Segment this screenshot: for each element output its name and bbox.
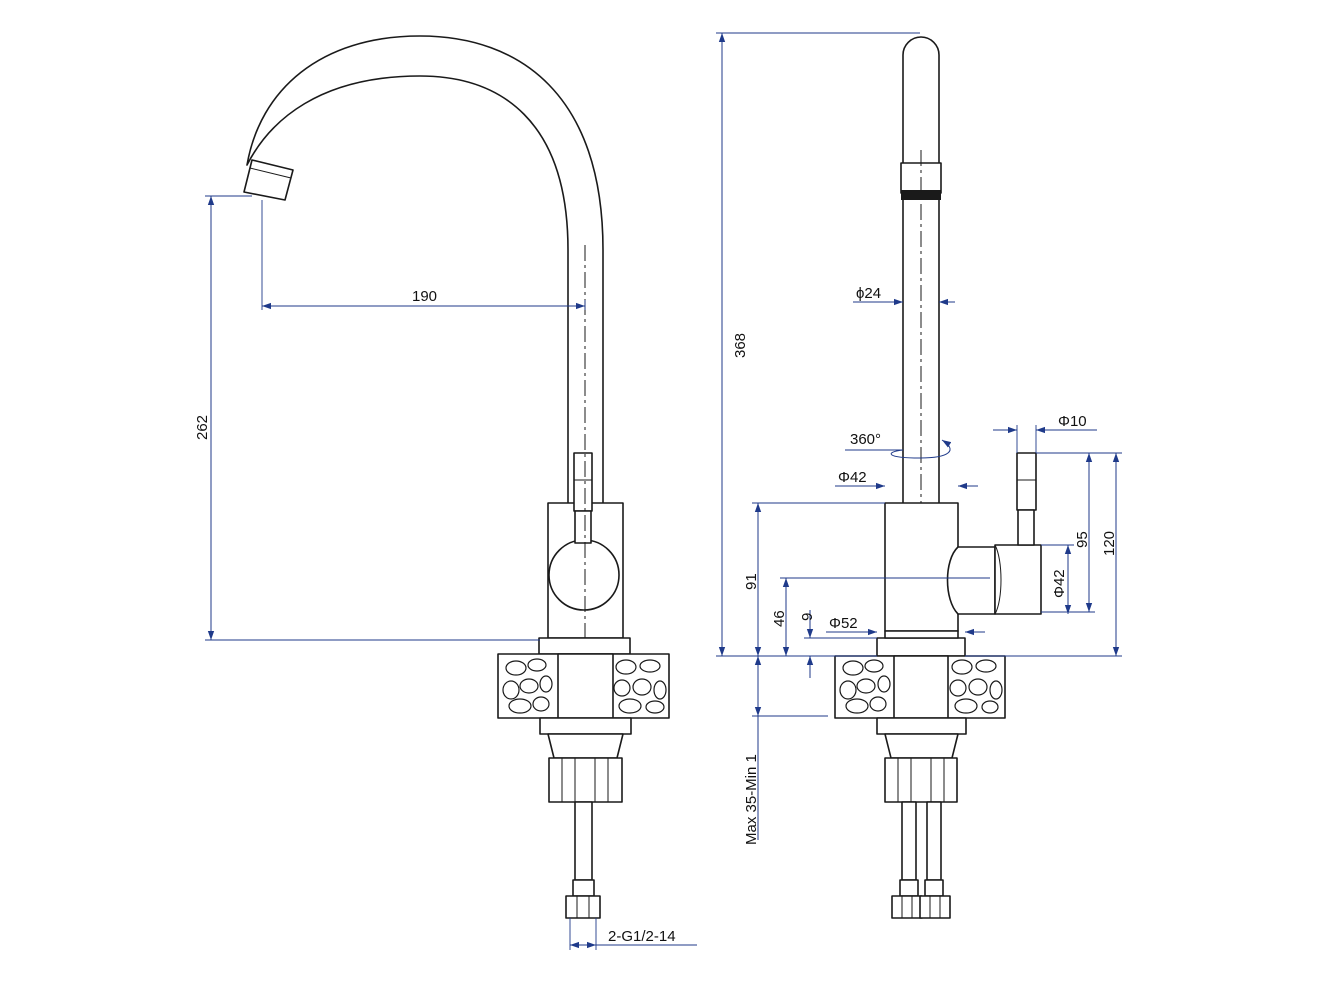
spout-diameter-label: ϕ24: [856, 285, 881, 302]
rotation-label: 360°: [850, 431, 881, 448]
front-spout: [246, 35, 604, 506]
side-lever-hub: [946, 546, 996, 615]
side-body: [884, 502, 959, 632]
lever-axis-height-label: 46: [771, 610, 788, 627]
side-shank: [876, 717, 967, 735]
front-mounting-nut: [548, 757, 623, 803]
side-deck-stones: [839, 659, 1003, 714]
front-hose-nut: [565, 895, 601, 919]
front-handle: [573, 452, 593, 512]
lever-hub-diameter-label: Φ42: [1051, 569, 1068, 598]
side-dimensions: 368 ϕ24 360° Φ42 Φ10 95 120 Φ4: [716, 32, 1122, 845]
side-view: [834, 36, 1042, 919]
overall-height-label: 368: [732, 333, 749, 358]
front-deck-stones: [502, 658, 667, 714]
side-hose-left: [901, 801, 917, 881]
lever-height-label: 120: [1101, 531, 1118, 556]
handle-height-label: 95: [1074, 531, 1091, 548]
base-height-label: 9: [799, 613, 816, 621]
front-base-flange: [538, 637, 631, 655]
body-height-label: 91: [743, 573, 760, 590]
front-shank: [539, 717, 632, 735]
side-base-flange: [876, 637, 966, 657]
spout-height-label: 262: [194, 415, 211, 440]
body-diameter-label: Φ42: [838, 469, 867, 486]
deck-thickness-label: Max 35-Min 1: [743, 754, 760, 845]
front-aerator: [243, 159, 294, 201]
spout-reach-label: 190: [412, 288, 437, 305]
front-hose: [574, 801, 593, 881]
hose-thread-label: 2-G1/2-14: [608, 928, 676, 945]
front-dimensions: 190 262 2-G1/2-14: [194, 195, 697, 950]
base-diameter-label: Φ52: [829, 615, 858, 632]
side-handle: [1016, 452, 1037, 511]
side-hose-nut-right: [919, 895, 951, 919]
handle-diameter-label: Φ10: [1058, 413, 1087, 430]
side-mounting-nut: [884, 757, 958, 803]
front-view: [243, 35, 670, 919]
side-hose-right: [926, 801, 942, 881]
side-hose-nut-left: [891, 895, 923, 919]
front-lever-hub: [548, 539, 620, 611]
